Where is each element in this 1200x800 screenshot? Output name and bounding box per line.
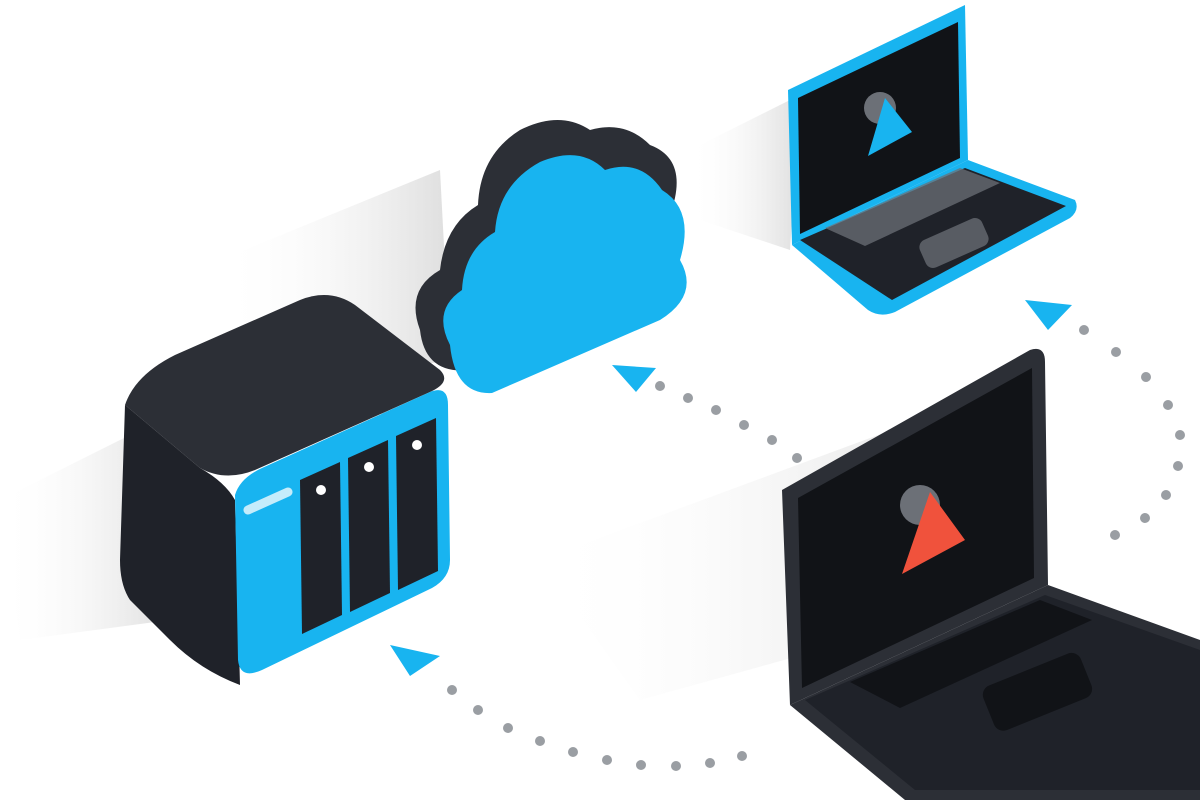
flow-arrowhead xyxy=(1025,300,1072,330)
local-laptop-screen xyxy=(798,368,1034,688)
flow-arrowhead xyxy=(612,365,656,392)
flow-dot xyxy=(602,755,612,765)
flow-dot xyxy=(671,761,681,771)
flow-dot xyxy=(711,405,721,415)
flow-arrowhead xyxy=(390,645,440,676)
remote-laptop-shadow xyxy=(690,95,800,250)
local-laptop-icon xyxy=(782,348,1200,800)
flow-dot xyxy=(447,685,457,695)
flow-dot xyxy=(535,736,545,746)
flow-dot xyxy=(1140,513,1150,523)
flow-arrow-to-nas xyxy=(390,645,747,771)
drive-bay xyxy=(300,462,342,634)
flow-dot xyxy=(1173,461,1183,471)
flow-dot xyxy=(737,751,747,761)
local-laptop-keyboard xyxy=(850,600,1092,708)
nas-front-face xyxy=(235,390,450,674)
flow-arrow-to-remote-laptop xyxy=(1025,300,1185,540)
blue-triangle-logo xyxy=(864,92,912,156)
drive-bay xyxy=(396,418,438,590)
remote-laptop-keyboard xyxy=(825,168,1000,246)
flow-dot xyxy=(636,760,646,770)
flow-dot xyxy=(739,420,749,430)
flow-dot xyxy=(1079,325,1089,335)
flow-dot xyxy=(503,723,513,733)
remote-laptop-icon xyxy=(788,5,1077,315)
drive-bay xyxy=(348,440,390,612)
flow-dot xyxy=(792,453,802,463)
flow-dot xyxy=(568,747,578,757)
drive-led xyxy=(316,485,326,495)
drive-led xyxy=(364,462,374,472)
flow-dot xyxy=(1161,490,1171,500)
nas-drive-bays xyxy=(300,418,438,634)
remote-laptop-touchpad xyxy=(919,218,989,268)
remote-laptop-deck xyxy=(800,168,1066,300)
flow-dot xyxy=(767,435,777,445)
flow-dot xyxy=(473,705,483,715)
logo-triangle xyxy=(868,98,912,156)
logo-triangle xyxy=(902,492,965,574)
flow-dot xyxy=(1111,347,1121,357)
flow-arrow-to-cloud xyxy=(612,365,802,463)
local-laptop-touchpad xyxy=(982,652,1093,731)
flow-dot xyxy=(1175,430,1185,440)
cloud-icon xyxy=(415,120,687,394)
nas-left-face xyxy=(120,405,240,685)
flow-dot xyxy=(1141,372,1151,382)
flow-dot xyxy=(1110,530,1120,540)
nas-server-icon xyxy=(120,295,450,685)
drive-led xyxy=(412,440,422,450)
red-triangle-logo xyxy=(900,485,965,574)
nas-status-light xyxy=(243,487,293,515)
flow-dot xyxy=(655,381,665,391)
flow-dot xyxy=(1163,400,1173,410)
cloud-front xyxy=(443,155,687,394)
flow-dot xyxy=(705,758,715,768)
flow-dot xyxy=(683,393,693,403)
nas-top-face xyxy=(125,295,445,476)
sync-flows xyxy=(390,300,1185,771)
